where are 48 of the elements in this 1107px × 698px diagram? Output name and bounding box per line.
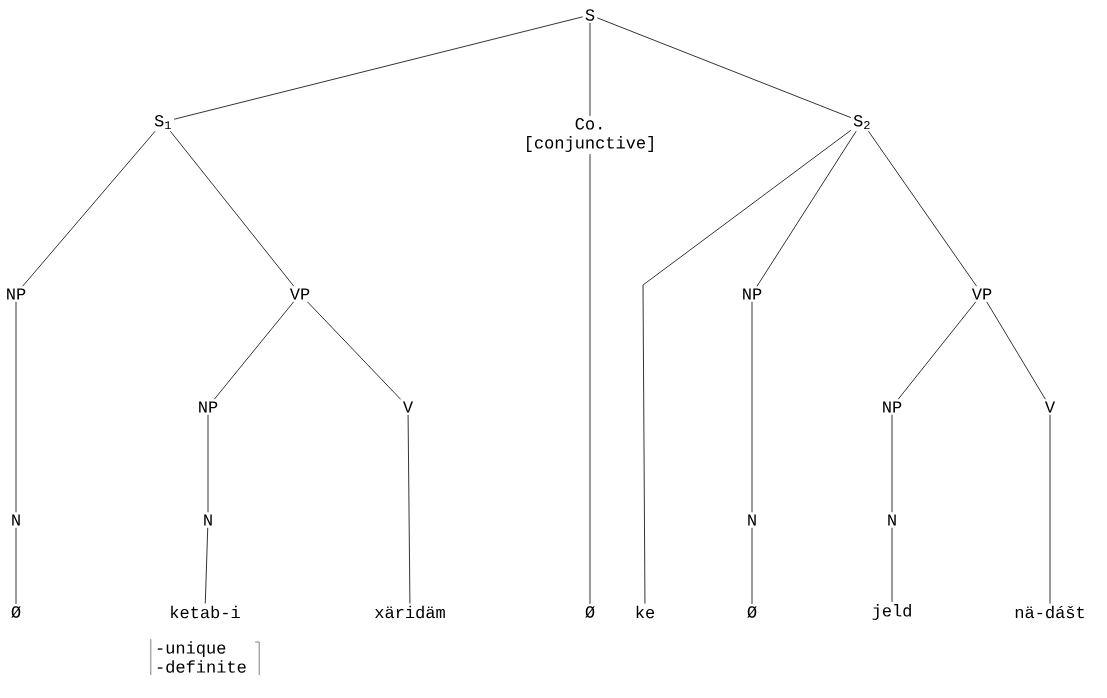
tree-branch <box>868 130 977 287</box>
tree-label: V <box>1045 401 1056 413</box>
tree-branch <box>22 130 156 287</box>
tree-label: ketab-i <box>171 605 240 619</box>
tree-branch <box>589 153 591 605</box>
tree-label: NP <box>743 288 762 300</box>
tree-branch <box>589 22 591 117</box>
tree-label: S <box>585 9 595 21</box>
tree-label: NP <box>7 288 26 300</box>
tree-label: Ø <box>747 606 757 618</box>
tree-branch <box>891 527 893 603</box>
tree-branch <box>204 527 209 604</box>
feature-matrix: -unique -definite <box>150 638 260 676</box>
tree-label: S$_{2}$ <box>853 115 870 129</box>
tree-label: Co. [conjunctive] <box>527 118 653 152</box>
tree-label: VP <box>971 288 992 300</box>
tree-branch <box>897 301 977 400</box>
tree-label: Ø <box>585 606 595 618</box>
tree-branch <box>173 16 584 120</box>
tree-branch <box>15 301 17 513</box>
tree-label: NP <box>199 401 218 413</box>
tree-branch <box>15 527 17 605</box>
tree-label: jeld <box>872 604 911 620</box>
tree-branch <box>596 17 852 119</box>
tree-label: xäridäm <box>375 605 445 619</box>
tree-branch <box>207 414 209 513</box>
tree-branch <box>751 301 753 513</box>
tree-label: V <box>403 401 413 413</box>
tree-branch <box>756 130 857 287</box>
tree-branch <box>307 301 402 400</box>
tree-label: ke <box>636 605 655 619</box>
tree-branch <box>642 129 852 604</box>
tree-label: N <box>12 514 20 526</box>
tree-label: N <box>888 514 896 526</box>
tree-label: VP <box>289 288 310 300</box>
tree-branch <box>169 130 295 287</box>
tree-branch <box>751 527 753 605</box>
tree-label: Ø <box>11 606 21 618</box>
tree-branch <box>986 301 1046 400</box>
tree-label: N <box>204 514 212 526</box>
tree-branch <box>1049 414 1051 604</box>
tree-label: NP <box>883 401 902 413</box>
tree-branch <box>213 301 295 400</box>
tree-branch <box>407 414 411 604</box>
tree-label: S$_{1}$ <box>154 115 171 129</box>
tree-label: N <box>748 514 756 526</box>
tree-branch <box>891 414 893 513</box>
tree-label: nä-dášt <box>1015 605 1084 619</box>
